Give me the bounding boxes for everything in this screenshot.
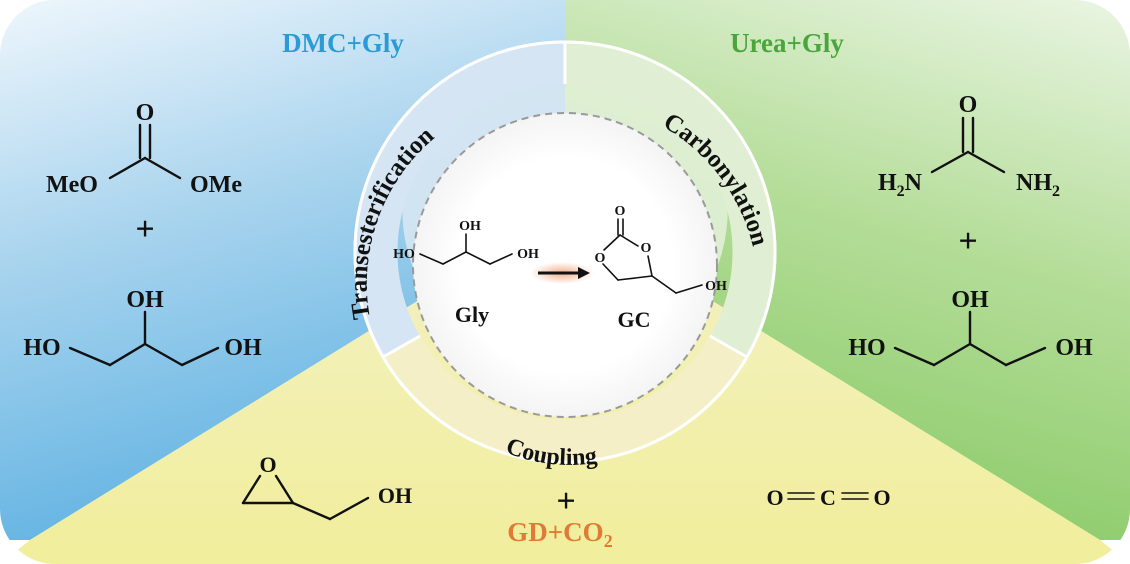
reaction-arrow xyxy=(530,262,594,284)
dmc-plus: + xyxy=(135,211,154,248)
svg-text:OH: OH xyxy=(126,287,164,313)
svg-text:C: C xyxy=(820,485,836,510)
urea-plus: + xyxy=(958,223,977,260)
center-glycerol: OH HO OH Gly xyxy=(393,219,539,327)
svg-text:O: O xyxy=(959,92,978,118)
gly-name: Gly xyxy=(455,302,489,327)
urea-molecule: O H2N NH2 xyxy=(878,92,1060,200)
co2-molecule: O C O xyxy=(766,485,890,510)
gd-title: GD+CO2 xyxy=(507,517,612,551)
svg-text:O: O xyxy=(136,100,155,126)
svg-text:OH: OH xyxy=(459,219,481,234)
svg-text:HO: HO xyxy=(393,247,415,262)
svg-text:OH: OH xyxy=(517,247,539,262)
svg-text:O: O xyxy=(595,251,606,266)
dmc-title: DMC+Gly xyxy=(282,28,404,58)
gc-name: GC xyxy=(618,307,651,332)
svg-text:O: O xyxy=(766,485,783,510)
gd-plus: + xyxy=(556,483,575,520)
dmc-glycerol: OH HO OH xyxy=(23,287,262,367)
glycidol: O OH xyxy=(241,452,412,521)
urea-glycerol: OH HO OH xyxy=(848,287,1093,367)
svg-text:HO: HO xyxy=(23,335,60,361)
ring-tints xyxy=(353,40,777,464)
svg-text:O: O xyxy=(615,204,626,219)
svg-text:O: O xyxy=(641,241,652,256)
svg-text:OH: OH xyxy=(1055,335,1093,361)
svg-text:OH: OH xyxy=(705,279,727,294)
svg-text:OH: OH xyxy=(224,335,262,361)
urea-title: Urea+Gly xyxy=(730,28,844,58)
svg-text:O: O xyxy=(873,485,890,510)
dimethyl-carbonate: O MeO OMe xyxy=(46,100,242,198)
center-glycerol-carbonate: O O O OH GC xyxy=(595,204,727,332)
svg-text:OH: OH xyxy=(378,483,412,508)
svg-text:O: O xyxy=(259,452,276,477)
svg-text:OMe: OMe xyxy=(190,172,242,198)
svg-text:HO: HO xyxy=(848,335,885,361)
svg-text:NH2: NH2 xyxy=(1016,170,1060,200)
svg-text:MeO: MeO xyxy=(46,172,98,198)
svg-text:H2N: H2N xyxy=(878,170,923,200)
svg-text:OH: OH xyxy=(951,287,989,313)
